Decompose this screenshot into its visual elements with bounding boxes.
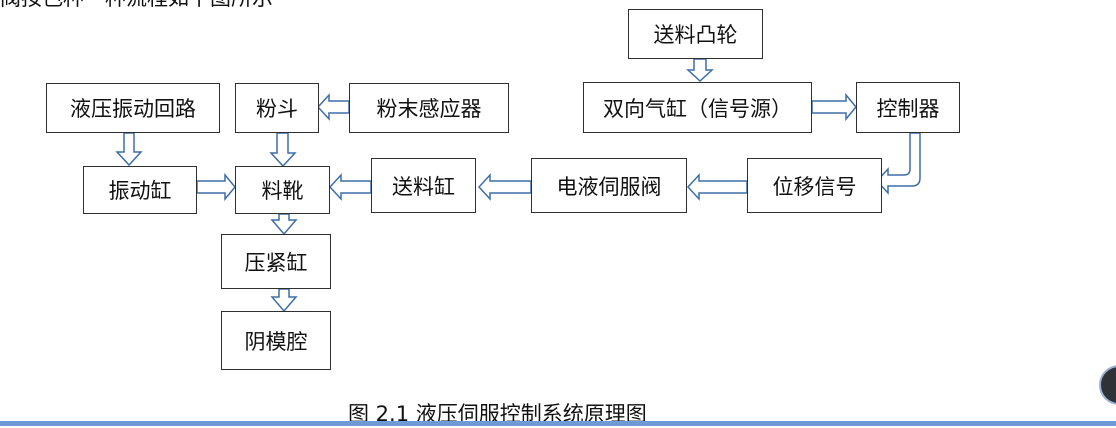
page-bottom-strip	[0, 421, 1116, 426]
box-double-acting-cylinder: 双向气缸（信号源）	[583, 82, 812, 133]
arrow-servo-valve-to-feed-cylinder	[477, 173, 532, 201]
box-controller: 控制器	[856, 82, 960, 133]
box-powder-sensor: 粉末感应器	[349, 83, 509, 133]
box-displacement-signal: 位移信号	[747, 158, 882, 213]
box-hydraulic-vibration-circuit: 液压振动回路	[46, 83, 220, 133]
box-feed-shoe: 料靴	[235, 166, 330, 214]
arrow-sensor-to-hopper	[316, 93, 350, 121]
arrow-vibration-cylinder-to-feed-shoe	[196, 172, 236, 202]
arrow-feed-cylinder-to-feed-shoe	[328, 173, 372, 201]
box-compaction-cylinder: 压紧缸	[221, 234, 331, 289]
header-text-fragment: 阀按色种一种流程如下图所示	[0, 0, 273, 12]
box-vibration-cylinder: 振动缸	[83, 166, 197, 214]
box-die-cavity: 阴模腔	[221, 311, 331, 370]
box-electrohydraulic-servo-valve: 电液伺服阀	[531, 158, 687, 213]
arrow-compaction-to-die-cavity	[270, 288, 298, 313]
arrow-vibration-circuit-to-vibration-cylinder	[115, 132, 143, 167]
box-powder-hopper: 粉斗	[235, 83, 319, 133]
arrow-displacement-to-servo-valve	[686, 173, 748, 201]
arrow-cam-to-double-cylinder	[686, 58, 714, 83]
arrow-controller-to-displacement	[875, 132, 921, 195]
arrow-double-cylinder-to-controller	[811, 92, 857, 122]
arrow-hopper-to-feed-shoe	[269, 132, 297, 168]
box-feed-cylinder: 送料缸	[371, 158, 476, 213]
arrow-feed-shoe-to-compaction-cylinder	[270, 213, 298, 236]
box-feed-cam: 送料凸轮	[628, 9, 763, 59]
